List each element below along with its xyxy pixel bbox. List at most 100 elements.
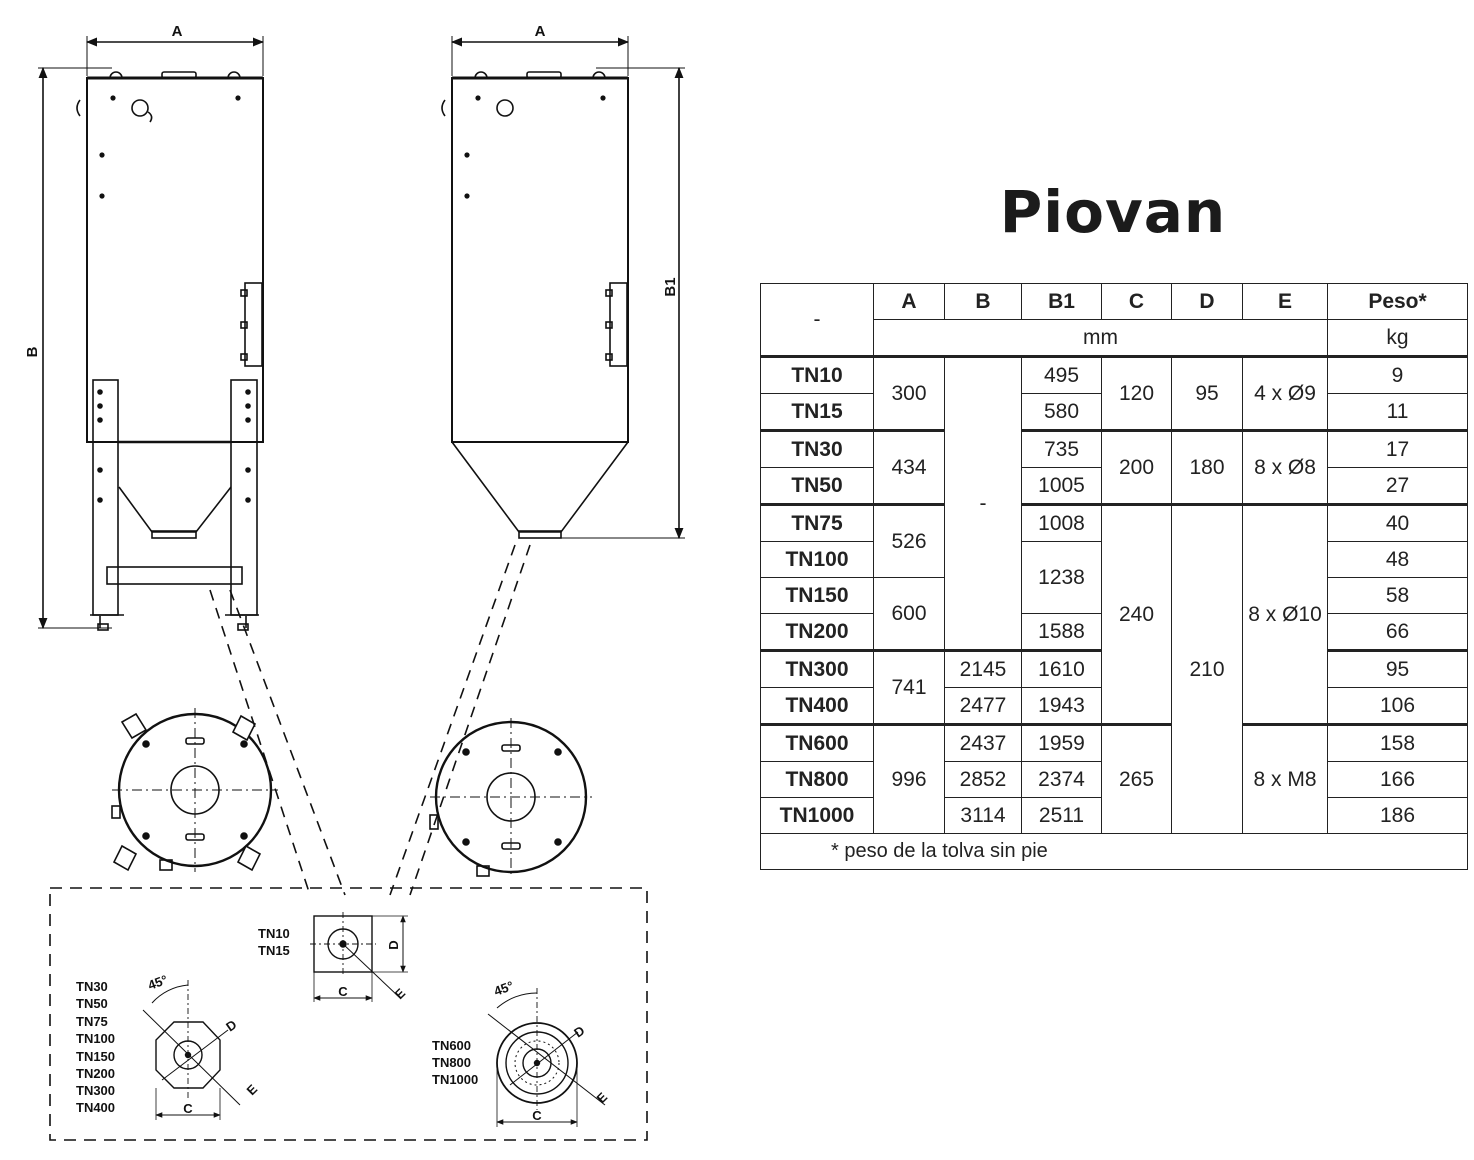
dimension-b-label: B — [24, 346, 41, 357]
flange-octagon-e-label: E — [244, 1081, 261, 1098]
c-cell: 265 — [1101, 723, 1172, 834]
table-row: TN15 580 11 — [760, 393, 1468, 431]
flange-round-e-label: E — [594, 1089, 611, 1106]
peso-cell: 58 — [1327, 577, 1468, 614]
flange-octagon — [142, 980, 241, 1120]
model-cell: TN15 — [760, 393, 874, 431]
flange-round-c-label: C — [532, 1108, 542, 1123]
c-cell: 120 — [1101, 355, 1172, 431]
header-d: D — [1171, 283, 1243, 320]
table-row: TN75 526 1008 240 210 8 x Ø10 40 — [760, 503, 1468, 834]
dimension-b1-label: B1 — [662, 277, 679, 296]
header-b1: B1 — [1021, 283, 1102, 320]
flange-octagon-model-7: TN300 — [76, 1083, 115, 1098]
header-model: - — [760, 283, 874, 357]
b1-cell: 1959 — [1021, 723, 1102, 762]
d-cell: 95 — [1171, 355, 1243, 431]
top-view-without-stand — [429, 718, 592, 877]
flange-octagon-model-5: TN150 — [76, 1049, 115, 1064]
header-b: B — [944, 283, 1022, 320]
model-cell: TN300 — [760, 649, 874, 688]
table-header-row: - A B B1 C D E Peso* — [760, 283, 1468, 357]
model-cell: TN30 — [760, 429, 874, 468]
header-e: E — [1242, 283, 1328, 320]
flange-octagon-angle: 45° — [146, 972, 170, 993]
flange-octagon-model-6: TN200 — [76, 1066, 115, 1081]
flange-small-c-label: C — [338, 984, 348, 999]
a-cell: 526 — [873, 503, 945, 578]
table-row: TN600 996 2437 1959 265 8 x M8 158 — [760, 723, 1468, 834]
model-cell: TN1000 — [760, 797, 874, 834]
e-cell: 8 x Ø8 — [1242, 429, 1328, 505]
peso-cell: 166 — [1327, 761, 1468, 798]
model-cell: TN150 — [760, 577, 874, 614]
flange-small-model-2: TN15 — [258, 943, 290, 958]
model-cell: TN75 — [760, 503, 874, 542]
flange-round — [487, 988, 606, 1127]
model-cell: TN200 — [760, 613, 874, 651]
flange-octagon-model-4: TN100 — [76, 1031, 115, 1046]
b1-cell: 2374 — [1021, 761, 1102, 798]
model-cell: TN10 — [760, 355, 874, 394]
dimension-a-right-label: A — [535, 23, 546, 40]
flange-small-e-label: E — [392, 985, 409, 1002]
peso-cell: 40 — [1327, 503, 1468, 542]
a-cell: 996 — [873, 723, 945, 834]
b1-cell: 580 — [1021, 393, 1102, 431]
dimension-a-left-label: A — [172, 23, 183, 40]
a-cell: 300 — [873, 355, 945, 431]
flange-round-d-label: D — [571, 1023, 587, 1041]
flange-small-model-1: TN10 — [258, 926, 290, 941]
flange-round-angle: 45° — [492, 978, 516, 999]
a-cell: 434 — [873, 429, 945, 505]
flange-small-d-label: D — [386, 940, 401, 949]
b1-cell: 2511 — [1021, 797, 1102, 834]
peso-cell: 48 — [1327, 541, 1468, 578]
table-footnote-row: * peso de la tolva sin pie — [760, 833, 1468, 870]
b1-cell: 495 — [1021, 355, 1102, 394]
table-row: TN30 434 735 200 180 8 x Ø8 17 — [760, 429, 1468, 505]
e-cell: 8 x Ø10 — [1242, 503, 1328, 725]
peso-cell: 9 — [1327, 355, 1468, 394]
b1-cell: 1005 — [1021, 467, 1102, 505]
b1-cell: 1008 — [1021, 503, 1102, 542]
d-cell: 210 — [1171, 503, 1243, 834]
c-cell: 240 — [1101, 503, 1172, 725]
flange-small-square — [310, 912, 408, 1002]
b-cell: 2852 — [944, 761, 1022, 798]
model-cell: TN400 — [760, 687, 874, 725]
peso-cell: 66 — [1327, 613, 1468, 651]
model-cell: TN50 — [760, 467, 874, 505]
flange-octagon-model-3: TN75 — [76, 1014, 108, 1029]
hopper-side-view — [441, 36, 685, 540]
b1-cell: 1943 — [1021, 687, 1102, 725]
hopper-technical-drawing: A A B B1 — [24, 23, 685, 1141]
flange-round-model-3: TN1000 — [432, 1072, 478, 1087]
table-unit-row: mm kg — [761, 319, 1468, 357]
b-cell: 2477 — [944, 687, 1022, 725]
table-row: TN300 741 2145 1610 95 — [760, 649, 1468, 725]
b1-cell: 1238 — [1021, 541, 1102, 614]
hopper-with-stand-front-view — [38, 36, 265, 631]
table-row: TN400 2477 1943 106 — [760, 687, 1468, 725]
b1-cell: 1588 — [1021, 613, 1102, 651]
b1-cell: 1610 — [1021, 649, 1102, 688]
brand-logo: Piovan — [999, 178, 1227, 246]
model-cell: TN600 — [760, 723, 874, 762]
header-a: A — [873, 283, 945, 320]
model-cell: TN100 — [760, 541, 874, 578]
b1-cell: 735 — [1021, 429, 1102, 468]
b-cell: 2437 — [944, 723, 1022, 762]
peso-cell: 95 — [1327, 649, 1468, 688]
table-row: TN10 300 - 495 120 95 4 x Ø9 9 — [760, 355, 1468, 651]
e-cell: 8 x M8 — [1242, 723, 1328, 834]
flange-octagon-model-1: TN30 — [76, 979, 108, 994]
peso-cell: 158 — [1327, 723, 1468, 762]
header-c: C — [1101, 283, 1172, 320]
a-cell: 741 — [873, 649, 945, 725]
table-footnote: * peso de la tolva sin pie — [760, 833, 1468, 870]
table-row: TN50 1005 27 — [760, 467, 1468, 505]
e-cell: 4 x Ø9 — [1242, 355, 1328, 431]
header-peso: Peso* — [1327, 283, 1468, 320]
flange-octagon-model-2: TN50 — [76, 996, 108, 1011]
